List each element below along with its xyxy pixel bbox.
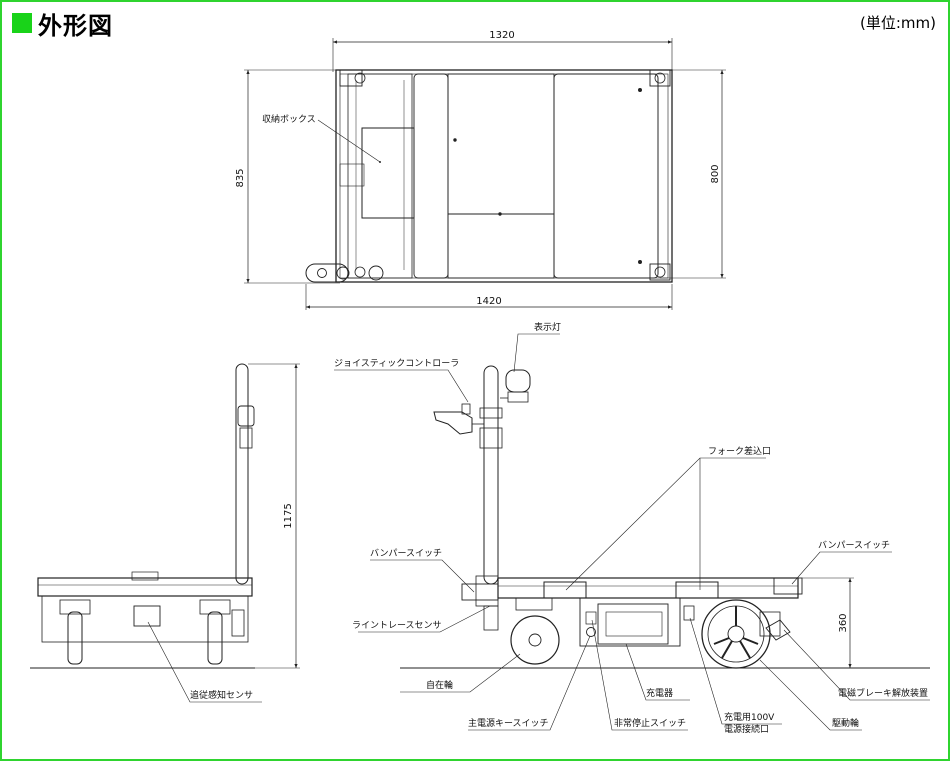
deck-panel-2 [447,73,555,215]
bumper-left [461,583,499,601]
dim-text-1420: 1420 [476,296,501,307]
leader-bumper-right [791,551,892,585]
label-brake-release: 電磁ブレーキ解放装置 [838,687,928,699]
charge-port [683,605,695,621]
leader-indicator-lamp [513,333,560,373]
label-drive-wheel: 駆動輪 [832,717,859,729]
leader-joystick [334,369,469,403]
label-follow-sensor: 追従感知センサ [190,689,253,701]
leader-fork-slot [565,457,766,591]
unit-note: (単位:mm) [860,14,936,32]
dim-text-800: 800 [710,164,721,183]
main-key-switch [586,627,596,637]
indicator-lamp [505,369,531,393]
drive-wheel [701,599,771,669]
leader-caster [400,653,521,693]
emergency-stop [585,611,597,625]
label-key-switch: 主電源キースイッチ [468,717,549,729]
label-joystick: ジョイスティックコントローラ [334,358,459,369]
top-view [244,38,726,310]
leader-follow-sensor [147,621,262,703]
label-fork-slot: フォーク差込口 [708,445,771,457]
follow-sensor-box [133,605,161,627]
label-charge-port-2: 電源接続口 [724,723,769,735]
side-handle-post [483,365,499,585]
storage-box [361,127,415,219]
leader-brake-release [783,629,930,701]
side-deck [497,577,799,599]
dim-top-width-deck [332,38,673,72]
brake-release [765,619,791,641]
charger-box [597,603,669,645]
end-view [30,363,300,703]
fork-slot-right [675,581,719,599]
corner-caster-tl [339,69,363,87]
label-storage-box: 収納ボックス [262,113,316,125]
title-marker [12,13,32,33]
label-bumper-right: バンパースイッチ [818,540,890,551]
leader-charger [625,643,690,701]
joystick-top [305,263,349,283]
label-bumper-left: バンパースイッチ [370,548,442,559]
deck-panel-3 [447,213,555,279]
leader-drive-wheel [759,659,862,731]
end-handle-post [235,363,249,585]
deck-panel-4 [553,73,659,279]
leader-key-switch [468,635,591,731]
title-text: 外形図 [38,11,113,40]
joystick-controller [433,411,473,435]
dim-text-835: 835 [235,168,246,187]
dim-text-360: 360 [838,613,849,632]
side-view [334,333,930,731]
dim-text-1320: 1320 [489,30,514,41]
label-caster: 自在輪 [426,679,453,691]
corner-caster-br [649,263,671,281]
leader-storage-box [317,119,381,163]
label-charge-port-1: 充電用100V [724,711,775,723]
caster-wheel [510,615,560,665]
handle-module [347,73,413,279]
end-deck [37,577,253,597]
leader-charge-port [689,617,782,725]
dim-top-depth-total [244,69,340,284]
dim-text-1175: 1175 [283,503,294,528]
bumper-right [773,577,803,595]
label-emergency-stop: 非常停止スイッチ [614,717,686,729]
deck-panel-1 [413,73,449,279]
label-indicator-lamp: 表示灯 [534,321,561,333]
label-line-trace: ライントレースセンサ [352,620,442,631]
fork-slot-left [543,581,587,599]
leader-line-trace [358,605,491,633]
corner-caster-tr [649,69,671,87]
dim-top-width-total [305,284,673,310]
leader-bumper-left [370,559,475,593]
label-charger: 充電器 [646,687,673,699]
leader-emergency-stop [591,619,688,731]
line-trace-sensor [483,605,499,631]
page-title: 外形図 [12,8,113,40]
top-chassis [335,69,673,283]
